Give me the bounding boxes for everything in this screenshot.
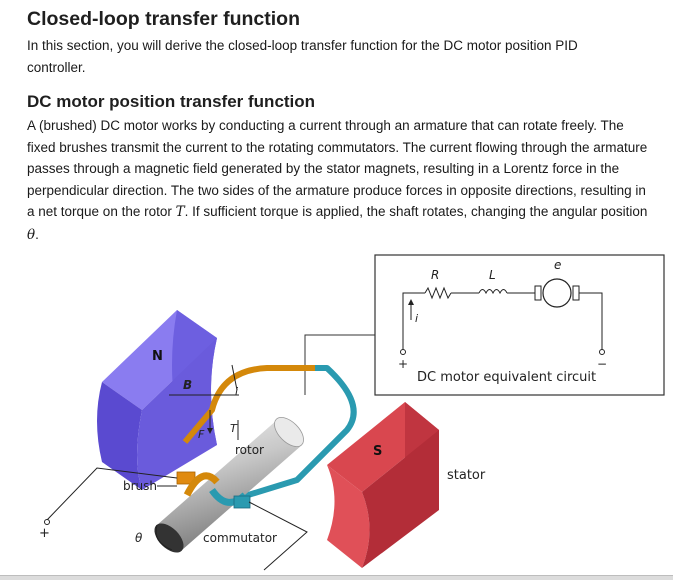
label-F: F [198,428,205,441]
current-arrow-motor [231,364,238,391]
subsection-title: DC motor position transfer function [27,92,316,111]
north-magnet-face [137,338,217,490]
subsection-body: A (brushed) DC motor works by conducting… [27,115,655,246]
label-commutator: commutator [203,531,277,545]
circuit-right-wire [579,292,603,350]
wire-left [46,467,178,521]
label-L: L [489,268,496,282]
angle-symbol: θ [27,226,36,243]
section-title: Closed-loop transfer function [27,8,300,30]
bottom-scrollbar[interactable] [0,575,673,580]
south-magnet-front [362,430,439,568]
label-brush: brush [123,479,157,493]
connector-line [304,334,375,395]
circuit-caption: DC motor equivalent circuit [417,370,596,385]
label-R: R [431,268,439,282]
label-stator: stator [447,468,486,483]
body-suffix: . [35,226,39,242]
motor-brush-left [534,285,542,301]
label-B: B [183,378,192,392]
rotation-arrow [155,524,173,551]
label-i-motor: i [235,385,238,398]
label-e: e [554,258,561,272]
label-i-circuit: i [415,312,418,325]
force-arrowhead [207,428,213,434]
label-T: T [230,422,238,435]
rotor-end [274,417,304,447]
torque-symbol: T [175,204,185,220]
label-theta: θ [135,531,143,545]
label-N: N [152,349,163,364]
equivalent-circuit: R L e i + − DC motor equivalent circuit [374,254,665,396]
label-S: S [373,444,382,459]
terminal-minus [599,349,605,355]
dc-motor-diagram: R L e i + − DC motor equivalent circuit … [39,254,665,571]
rotor-shaft-end [154,523,184,553]
body-prefix: A (brushed) DC motor works by conducting… [27,118,648,219]
armature-orange [182,365,315,444]
label-minus-circuit: − [597,357,607,371]
label-rotor: rotor [235,443,264,457]
wire-right [248,501,308,571]
resistor [424,286,452,300]
body-middle: . If sufficient torque is applied, the s… [184,204,648,219]
south-magnet-face [327,465,370,568]
terminal-left [44,519,50,525]
circuit-left-wire [402,292,425,350]
rotor [154,417,304,553]
motor-symbol [542,278,572,308]
inductor [478,289,508,295]
armature-cyan [231,365,357,503]
brush-cyan [233,495,251,509]
section-intro: In this section, you will derive the clo… [27,38,578,75]
label-plus-motor: + [39,526,50,541]
north-magnet: N [97,310,217,490]
south-magnet: S [327,402,439,568]
circuit-box [374,254,665,396]
commutator-orange [183,472,220,497]
rotor-body [157,420,302,550]
current-arrowhead [408,299,414,305]
terminal-plus [400,349,406,355]
north-magnet-front [97,382,142,490]
label-plus-circuit: + [398,357,408,371]
dc-motor-figure: R L e i + − DC motor equivalent circuit … [27,250,667,575]
